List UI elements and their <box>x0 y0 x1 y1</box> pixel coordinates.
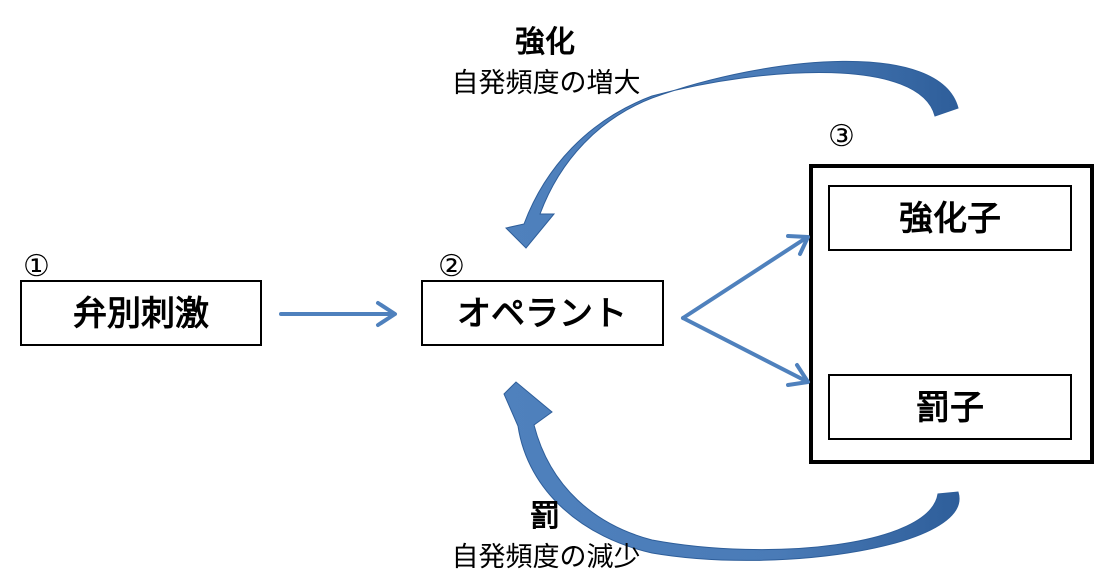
punishment-subtitle: 自発頻度の減少 <box>452 542 641 573</box>
operant-to-reinforcer-arrow <box>681 236 808 320</box>
consequence-number: ③ <box>828 119 855 154</box>
reinforcement-feedback-arrow <box>505 60 959 249</box>
operant-number: ② <box>438 249 465 284</box>
reinforcement-title: 強化 <box>515 25 575 60</box>
operant-to-punisher-arrow <box>681 316 808 383</box>
operant-box: オペラント <box>421 280 664 346</box>
operant-to-reinforcer-arrowhead <box>786 234 810 256</box>
stimulus-number: ① <box>23 249 50 284</box>
punishment-title: 罰 <box>530 499 560 534</box>
punisher-box: 罰子 <box>828 374 1072 440</box>
punisher-label: 罰子 <box>916 388 984 428</box>
reinforcer-label: 強化子 <box>899 199 1001 239</box>
operant-label: オペラント <box>457 294 627 334</box>
stimulus-box: 弁別刺激 <box>20 280 262 346</box>
operant-to-punisher-arrowhead <box>786 363 810 387</box>
reinforcer-box: 強化子 <box>828 185 1072 251</box>
stimulus-to-operant-arrowhead <box>376 301 397 327</box>
stimulus-label: 弁別刺激 <box>73 294 209 334</box>
punishment-feedback-arrow <box>503 381 960 561</box>
reinforcement-subtitle: 自発頻度の増大 <box>452 68 641 99</box>
